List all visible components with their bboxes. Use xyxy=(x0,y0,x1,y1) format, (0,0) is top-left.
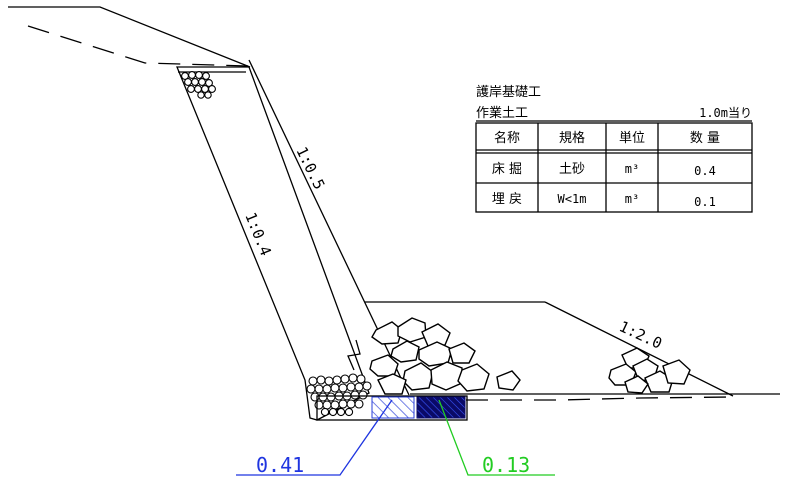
slope-label-embankment: 1:2.0 xyxy=(616,317,665,352)
foundation-base xyxy=(316,395,468,421)
table-header-qty: 数 量 xyxy=(690,131,720,146)
table-row-2-qty: 0.1 xyxy=(694,195,716,209)
base-gravel-foundation xyxy=(306,373,372,417)
table-header-unit: 単位 xyxy=(619,130,645,146)
top-gravel-backing xyxy=(181,71,216,99)
backfill-value: 0.13 xyxy=(482,453,530,477)
excavation-callout: 0.41 xyxy=(236,399,393,477)
slope-label-lower: 1:0.4 xyxy=(241,210,275,259)
backfill-area xyxy=(416,396,466,419)
backfill-callout: 0.13 xyxy=(438,399,555,477)
riprap-stones-far xyxy=(608,347,691,394)
table-title: 護岸基礎工 xyxy=(476,84,541,100)
table-row-2-spec: W<1m xyxy=(558,192,587,206)
table-row-2-unit: m³ xyxy=(625,192,639,206)
riprap-stones-near xyxy=(347,317,521,395)
excavation-value: 0.41 xyxy=(256,453,304,477)
table-row-2-name: 埋 戻 xyxy=(492,192,522,207)
table-header-spec: 規格 xyxy=(559,130,585,146)
slope-label-upper: 1:0.5 xyxy=(292,144,328,192)
original-ground-line xyxy=(8,6,251,68)
table-row-1-unit: m³ xyxy=(625,162,639,176)
excavation-area xyxy=(371,396,415,419)
table-row-1-spec: 土砂 xyxy=(559,162,585,177)
table-subtitle: 作業土工 xyxy=(476,105,528,121)
table-unit-note: 1.0m当り xyxy=(699,106,752,120)
table-row-1-name: 床 掘 xyxy=(492,162,522,177)
riverbed-line xyxy=(410,393,780,401)
table-header-name: 名称 xyxy=(494,130,520,146)
revetment-wall xyxy=(176,66,370,421)
table-row-1-qty: 0.4 xyxy=(694,164,716,178)
quantity-table: 護岸基礎工 作業土工 1.0m当り 名称 規格 単位 数 量 床 掘 土砂 m³… xyxy=(475,84,753,213)
